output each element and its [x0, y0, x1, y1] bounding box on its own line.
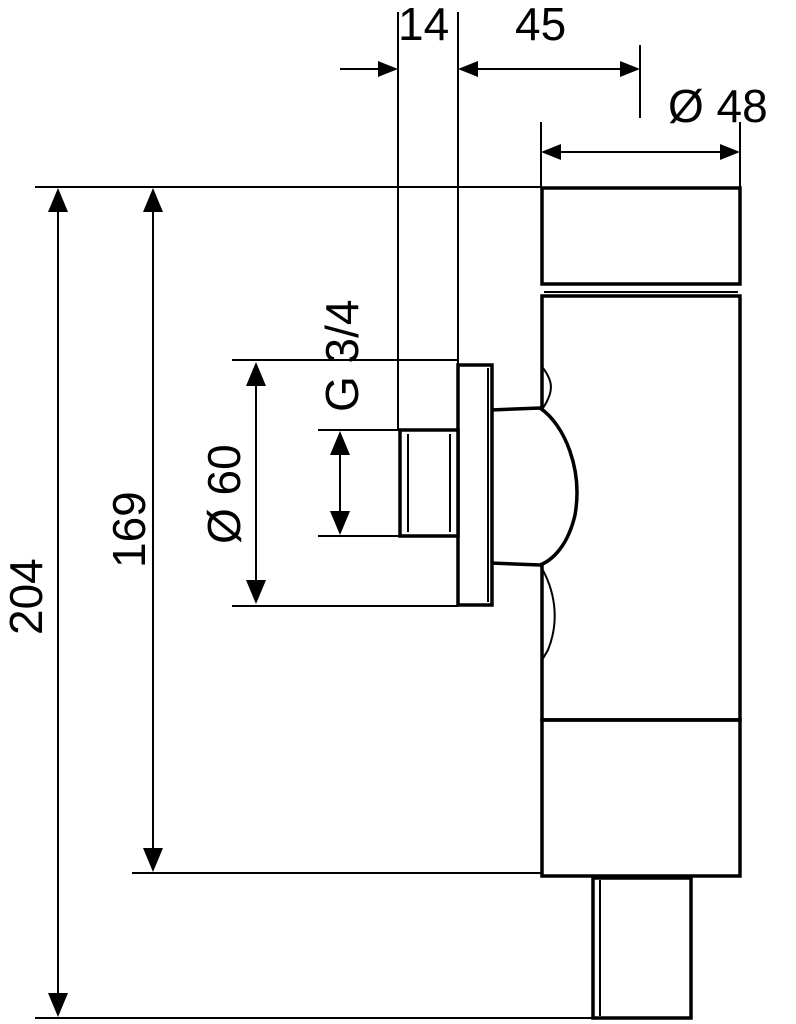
- label-offset: 45: [515, 0, 566, 50]
- dim-204: [48, 188, 68, 1017]
- extension-lines: [35, 12, 741, 1019]
- valve-body: [540, 186, 742, 1020]
- dim-14: [340, 61, 478, 77]
- dim-169: [143, 188, 163, 872]
- label-thread: G 3/4: [316, 299, 368, 412]
- label-inner-height: 169: [103, 491, 155, 568]
- dim-45: [478, 61, 640, 77]
- inlet-connection: [398, 363, 579, 661]
- dim-d48: [541, 144, 740, 160]
- dim-thread: [330, 431, 350, 535]
- label-body-diameter: Ø 48: [668, 80, 768, 132]
- label-total-height: 204: [0, 558, 52, 635]
- dim-d60: [246, 362, 266, 604]
- label-flange-thickness: 14: [398, 0, 449, 50]
- label-flange-diameter: Ø 60: [198, 444, 250, 544]
